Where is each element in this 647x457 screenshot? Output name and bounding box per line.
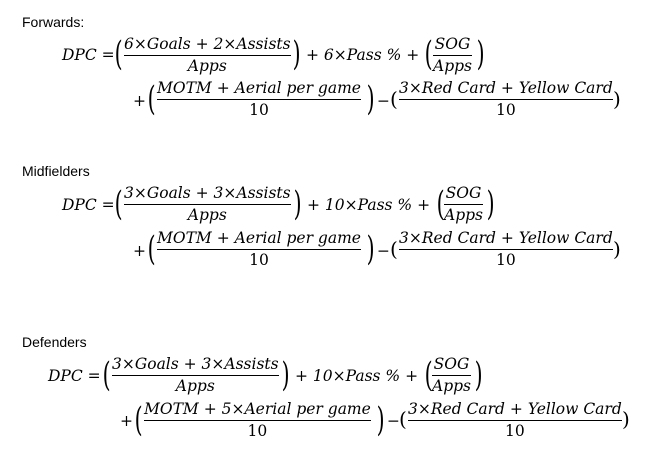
close-paren: ) [376,400,385,440]
open-paren: ( [390,87,398,111]
fraction-goals-assists: 3×Goals + 3×Assists Apps [112,355,279,395]
formula-pass-term: + 10×Pass % + [307,196,431,214]
fraction-goals-assists: 3×Goals + 3×Assists Apps [124,184,291,224]
fraction-sog-apps: SOG Apps [433,35,472,75]
fraction-goals-assists: 6×Goals + 2×Assists Apps [124,35,291,75]
section-heading-midfielders: Midfielders [22,163,90,179]
open-paren: ( [436,184,445,224]
close-paren: ) [613,237,621,261]
fraction-bar [408,420,622,421]
fraction-denominator: 10 [249,101,269,119]
fraction-cards: 3×Red Card + Yellow Card 10 [408,400,622,440]
fraction-numerator: SOG [445,184,482,202]
fraction-denominator: 10 [496,251,516,269]
fraction-denominator: 10 [505,422,525,440]
fraction-bar [157,99,361,100]
formula-plus: + [120,412,133,430]
open-paren: ( [424,355,433,395]
fraction-bar [432,375,471,376]
fraction-bar [399,99,613,100]
fraction-bar [444,204,483,205]
formula-minus: − [387,412,400,430]
fraction-numerator: 3×Red Card + Yellow Card [399,229,613,247]
fraction-bar [124,204,291,205]
close-paren: ) [613,87,621,111]
close-paren: ) [281,355,290,395]
close-paren: ) [486,184,495,224]
open-paren: ( [147,229,156,269]
close-paren: ) [366,79,375,119]
fraction-numerator: 3×Goals + 3×Assists [124,184,291,202]
fraction-denominator: Apps [187,57,227,75]
fraction-bar [399,249,613,250]
fraction-sog-apps: SOG Apps [432,355,471,395]
formula-minus: − [377,92,390,110]
fraction-denominator: Apps [175,377,215,395]
fraction-bar [433,55,472,56]
fraction-bar [144,420,371,421]
close-paren: ) [622,407,630,431]
fraction-numerator: MOTM + Aerial per game [157,79,361,97]
fraction-motm-aerial: MOTM + Aerial per game 10 [157,229,361,269]
fraction-denominator: Apps [432,377,471,395]
fraction-numerator: 6×Goals + 2×Assists [124,35,291,53]
close-paren: ) [292,34,301,74]
close-paren: ) [476,34,485,74]
fraction-cards: 3×Red Card + Yellow Card 10 [399,79,613,119]
fraction-numerator: MOTM + 5×Aerial per game [144,400,371,418]
fraction-numerator: SOG [434,35,471,53]
fraction-denominator: 10 [247,422,268,440]
fraction-numerator: MOTM + Aerial per game [157,229,361,247]
open-paren: ( [134,400,143,440]
open-paren: ( [147,79,156,119]
formula-minus: − [377,242,390,260]
fraction-denominator: Apps [433,57,472,75]
section-heading-forwards: Forwards: [22,14,85,30]
formula-lhs: DPC = [48,367,101,385]
close-paren: ) [474,355,483,395]
formula-pass-term: + 6×Pass % + [306,46,420,64]
fraction-numerator: 3×Goals + 3×Assists [112,355,279,373]
fraction-cards: 3×Red Card + Yellow Card 10 [399,229,613,269]
fraction-bar [157,249,361,250]
formula-plus: + [133,242,146,260]
formula-plus: + [133,92,146,110]
open-paren: ( [114,184,123,224]
close-paren: ) [366,229,375,269]
close-paren: ) [293,184,302,224]
fraction-motm-aerial: MOTM + Aerial per game 10 [157,79,361,119]
fraction-numerator: 3×Red Card + Yellow Card [399,79,613,97]
open-paren: ( [114,34,123,74]
fraction-denominator: 10 [249,251,269,269]
fraction-denominator: 10 [496,101,516,119]
fraction-bar [112,375,279,376]
fraction-numerator: 3×Red Card + Yellow Card [408,400,622,418]
formula-lhs: DPC = [62,196,115,214]
formula-pass-term: + 10×Pass % + [295,367,419,385]
fraction-denominator: Apps [187,206,227,224]
fraction-motm-aerial: MOTM + 5×Aerial per game 10 [144,400,371,440]
fraction-bar [124,55,291,56]
open-paren: ( [399,407,407,431]
fraction-numerator: SOG [433,355,470,373]
formula-lhs: DPC = [62,46,115,64]
fraction-denominator: Apps [444,206,483,224]
fraction-sog-apps: SOG Apps [444,184,483,224]
open-paren: ( [424,34,433,74]
open-paren: ( [390,237,398,261]
open-paren: ( [102,355,111,395]
section-heading-defenders: Defenders [22,334,87,350]
